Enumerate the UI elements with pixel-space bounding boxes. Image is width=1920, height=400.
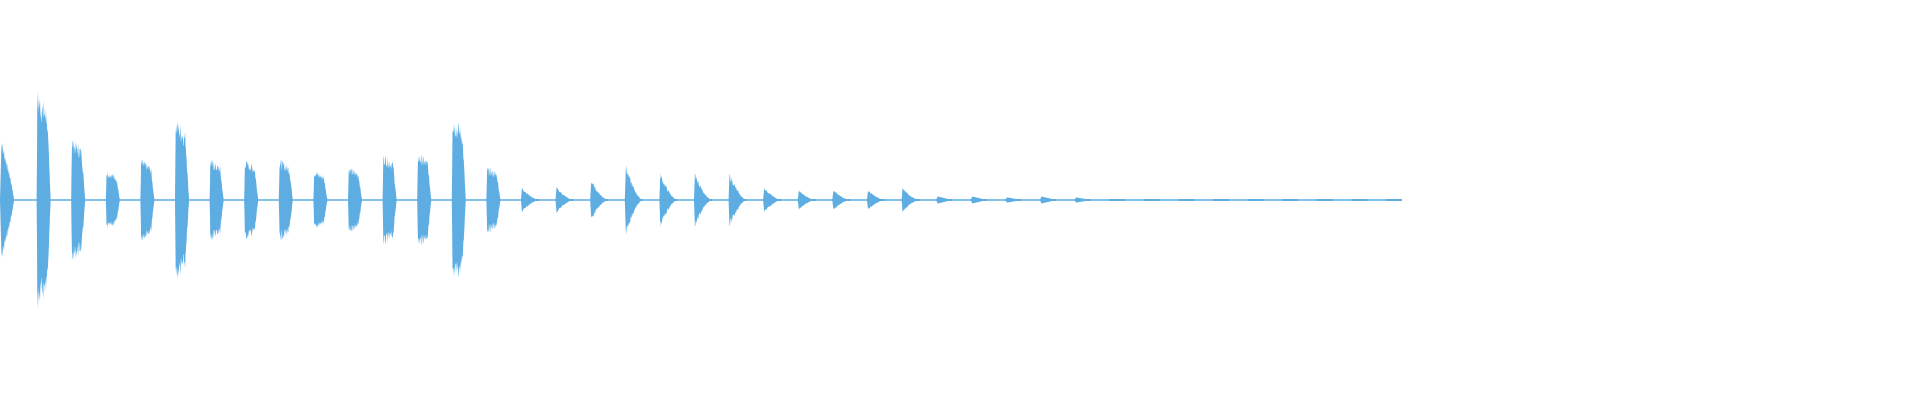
waveform-segment <box>624 165 643 235</box>
waveform-segment <box>486 167 501 233</box>
waveform-segment <box>313 172 328 228</box>
waveform-segment <box>590 182 609 218</box>
waveform-segment <box>1282 199 1299 201</box>
waveform-segment <box>209 160 224 240</box>
waveform-segment <box>901 187 920 213</box>
waveform-segment <box>936 196 953 204</box>
waveform-segment <box>71 138 86 262</box>
waveform-segment <box>244 160 259 240</box>
waveform-segment <box>1351 199 1368 201</box>
waveform-segment <box>36 89 51 311</box>
waveform-segment <box>728 174 747 226</box>
waveform-segment <box>1316 199 1333 201</box>
waveform-segment <box>867 191 885 209</box>
waveform-segment <box>278 159 293 241</box>
waveform-segment <box>1247 199 1264 201</box>
waveform-segment <box>348 168 362 232</box>
waveform-segment <box>451 122 466 278</box>
waveform-segment <box>1109 199 1126 201</box>
waveform-segment <box>1386 199 1402 201</box>
waveform-segment <box>417 155 432 245</box>
waveform-segment <box>694 173 712 227</box>
waveform-segment <box>763 188 782 212</box>
waveform-segment <box>1040 196 1056 204</box>
waveform-segment <box>797 190 816 210</box>
waveform-segment <box>175 120 189 280</box>
waveform-segment <box>1074 197 1091 203</box>
waveform-segment <box>659 172 678 228</box>
waveform-segment <box>1178 199 1195 201</box>
waveform-segment <box>555 187 574 213</box>
waveform-segment <box>1005 197 1022 203</box>
waveform-segment <box>970 196 987 204</box>
waveform-segment <box>140 159 155 241</box>
waveform-segment <box>0 142 14 258</box>
waveform-segment <box>382 154 397 246</box>
waveform-segment <box>521 187 539 213</box>
waveform-segment <box>105 171 120 229</box>
waveform-segment <box>832 190 851 210</box>
waveform-segment <box>1213 199 1229 201</box>
waveform-segment <box>1143 199 1160 201</box>
